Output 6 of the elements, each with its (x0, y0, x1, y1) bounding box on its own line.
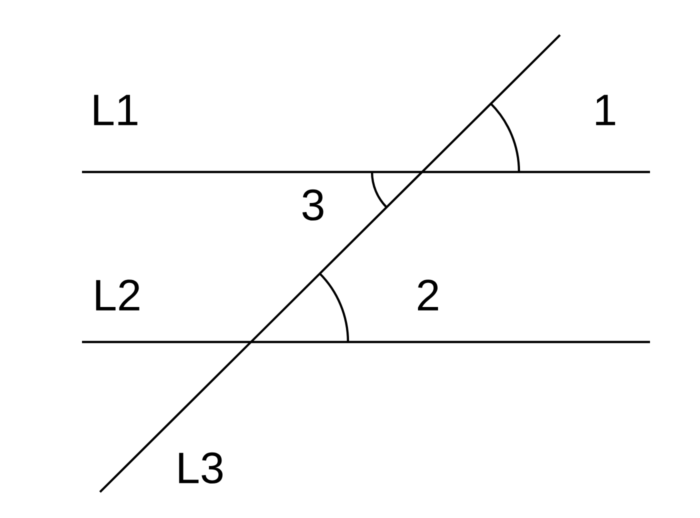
angle-label: 2 (418, 280, 438, 310)
line-label: L2 (96, 280, 140, 310)
line-label: L3 (179, 452, 223, 484)
line-label: L1 (94, 94, 138, 126)
angle-label: 3 (302, 189, 324, 221)
angle-label: 1 (596, 94, 616, 126)
